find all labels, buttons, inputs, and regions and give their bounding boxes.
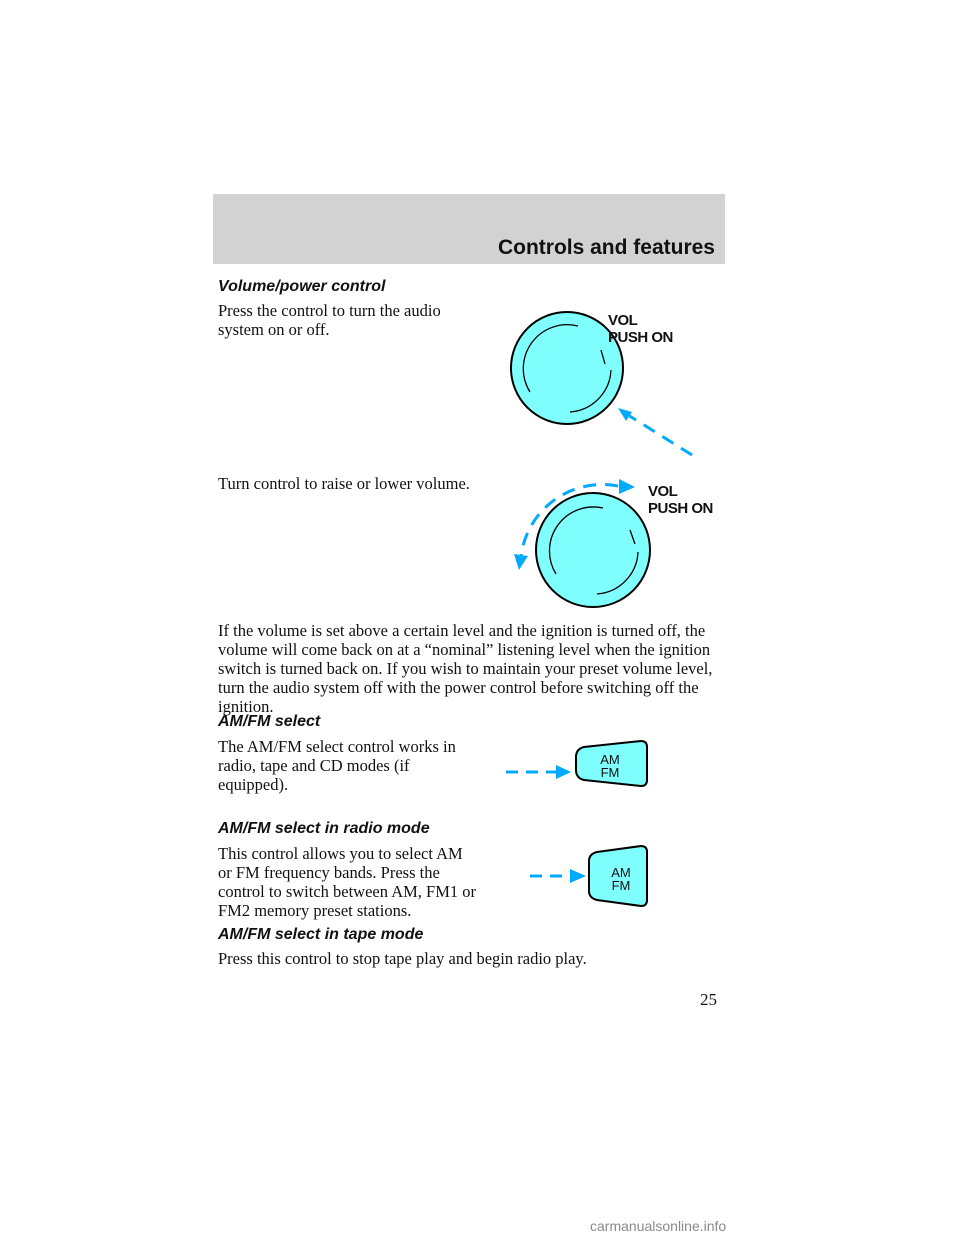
volume-para-press: Press the control to turn the audio syst… <box>218 301 441 339</box>
volume-para-nominal: If the volume is set above a certain lev… <box>218 621 713 716</box>
figure-amfm-button-2: AM FM <box>500 844 660 908</box>
amfm-button-illustration-2 <box>530 844 648 908</box>
amfm-button-illustration-1 <box>506 739 648 788</box>
am-label-1: AM <box>600 752 620 767</box>
figure-amfm-button-1: AM FM <box>500 735 660 788</box>
page-header-title: Controls and features <box>497 236 715 259</box>
radio-mode-para: This control allows you to select AM or … <box>218 844 477 920</box>
knob-press-illustration <box>510 311 693 457</box>
volume-para-turn: Turn control to raise or lower volume. <box>218 474 470 493</box>
knob-turn-label-vol: VOL <box>648 483 678 500</box>
am-label-2: AM <box>611 865 631 880</box>
tape-mode-para: Press this control to stop tape play and… <box>218 949 587 968</box>
figure-knob-press: VOL PUSH ON <box>500 300 710 470</box>
amfm-button-label-1: AM FM <box>596 753 624 779</box>
knob-turn-label-push-on: PUSH ON <box>648 500 713 517</box>
amfm-heading: AM/FM select <box>218 713 321 730</box>
figure-knob-turn: VOL PUSH ON <box>505 470 715 615</box>
amfm-button-label-2: AM FM <box>607 866 635 892</box>
header-bar: Controls and features <box>213 194 725 264</box>
volume-heading: Volume/power control <box>218 278 386 295</box>
knob-turn-label: VOL PUSH ON <box>648 483 713 517</box>
knob-turn-illustration <box>514 479 651 608</box>
knob-label-push-on: PUSH ON <box>608 329 673 346</box>
fm-label-1: FM <box>600 765 620 780</box>
fm-label-2: FM <box>611 878 631 893</box>
radio-mode-heading: AM/FM select in radio mode <box>218 820 430 837</box>
watermark: carmanualsonline.info <box>590 1218 727 1234</box>
knob-label: VOL PUSH ON <box>608 312 673 346</box>
page-number: 25 <box>700 990 717 1009</box>
knob-label-vol: VOL <box>608 312 638 329</box>
tape-mode-heading: AM/FM select in tape mode <box>218 926 424 943</box>
amfm-para: The AM/FM select control works in radio,… <box>218 737 456 794</box>
